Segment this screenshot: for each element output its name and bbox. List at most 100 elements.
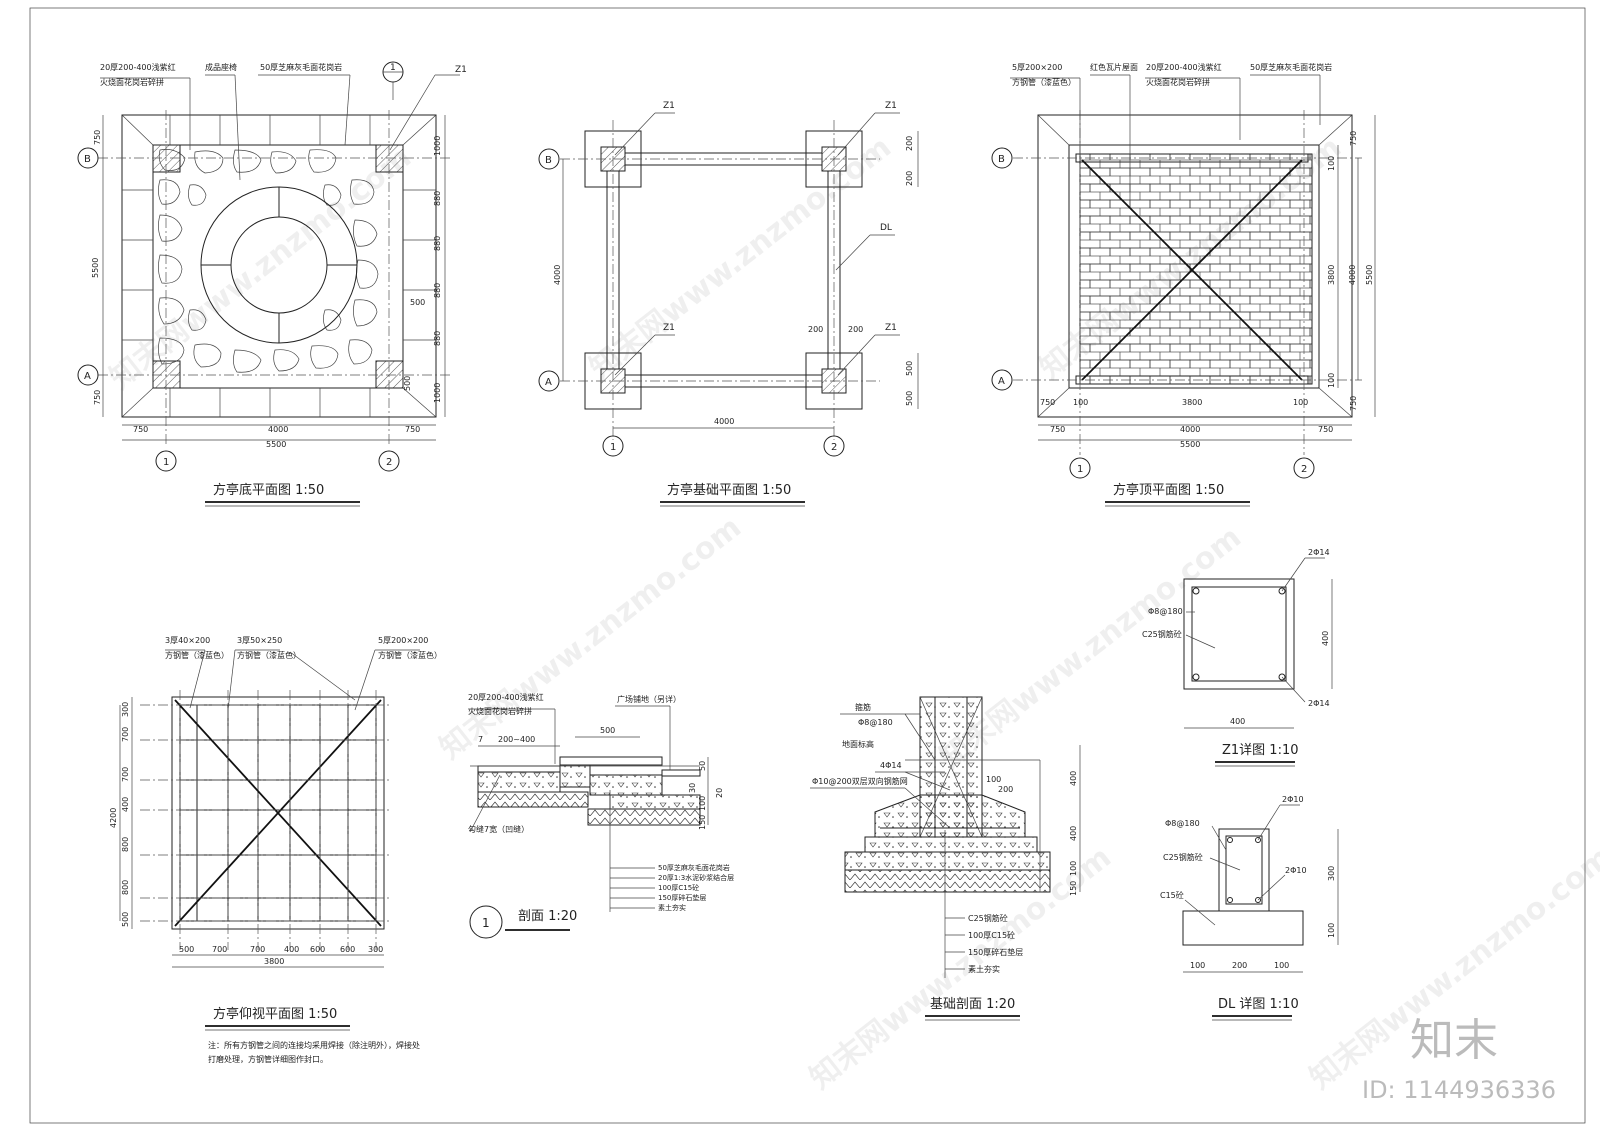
dimension: 300 <box>1327 866 1336 881</box>
dimension: 750 <box>1318 425 1333 434</box>
material-label: 50厚芝麻灰毛面花岗岩 <box>260 62 342 72</box>
dimension: 880 <box>433 283 442 298</box>
axis-label: 2 <box>386 457 392 468</box>
rebar-label: 4Φ14 <box>880 761 902 770</box>
dimension: 3800 <box>264 957 284 966</box>
layer-label: 150厚碎石垫层 <box>658 893 706 902</box>
dimension: 100 <box>1327 156 1336 171</box>
material-label: C15砼 <box>1160 890 1184 900</box>
material-label: 20厚200-400浅紫红 <box>468 692 544 702</box>
section-1: 7 200~400 500 50 30 20 100 150 20厚200-40… <box>468 692 734 939</box>
drawing-title: 方亭顶平面图 1:50 <box>1113 482 1224 498</box>
dimension: 400 <box>1069 771 1078 786</box>
dimension: 5500 <box>1365 265 1374 285</box>
dimension: 3800 <box>1182 398 1202 407</box>
dimension: 400 <box>1230 717 1245 726</box>
dimension: 700 <box>212 945 227 954</box>
axis-label: A <box>84 371 91 382</box>
rebar-label: 2Φ10 <box>1285 866 1307 875</box>
dimension: 750 <box>405 425 420 434</box>
material-label: 方钢管（漆蓝色） <box>237 650 301 660</box>
plan-roof: B A 1 2 5厚200×200 方钢管（漆蓝色） 红色瓦片屋面 20厚200… <box>991 62 1376 507</box>
dimension: 5500 <box>1180 440 1200 449</box>
dimension: 500 <box>905 391 914 406</box>
dimension: 800 <box>121 880 130 895</box>
rebar-label: Φ8@180 <box>1148 607 1183 616</box>
detail-dl: 2Φ10 2Φ10 Φ8@180 C25钢筋砼 C15砼 300 100 100… <box>1160 795 1339 1021</box>
dimension: 880 <box>433 191 442 206</box>
dimension: 100 <box>1327 923 1336 938</box>
dimension: 500 <box>600 726 615 735</box>
rebar-label: 箍筋 <box>855 702 871 712</box>
note-text: 注：所有方钢管之间的连接均采用焊接（除注明外），焊接处 <box>208 1040 420 1050</box>
dimension: 30 <box>688 783 697 793</box>
dimension: 500 <box>179 945 194 954</box>
material-label: 广场铺地（另详） <box>617 694 681 704</box>
material-label: 火烧面花岗岩碎拼 <box>468 706 532 716</box>
rebar-label: 2Φ10 <box>1282 795 1304 804</box>
plan-base: B A 1 2 1 20厚200-400浅紫红 火烧面花岗岩碎拼 成品座椅 50… <box>77 61 467 507</box>
watermark: 知末网www.znzmo.com <box>103 140 418 397</box>
dimension: 4000 <box>268 425 288 434</box>
column-label: Z1 <box>885 101 897 111</box>
plan-ceiling: 3厚40×200 方钢管（漆蓝色） 3厚50×250 方钢管（漆蓝色） 5厚20… <box>109 636 442 1064</box>
dimension: 750 <box>1040 398 1055 407</box>
drawing-title: DL 详图 1:10 <box>1218 997 1299 1012</box>
brand-id: ID: 1144936336 <box>1362 1076 1556 1104</box>
layer-label: C25钢筋砼 <box>968 913 1008 923</box>
dimension: 600 <box>340 945 355 954</box>
axis-label: A <box>998 376 1005 387</box>
drawing-title: 方亭底平面图 1:50 <box>213 482 324 498</box>
material-label: 勾缝7宽（凹缝） <box>468 824 529 834</box>
dimension: 300 <box>121 702 130 717</box>
layer-label: 素土夯实 <box>968 964 1000 974</box>
section-marker: 1 <box>482 916 490 930</box>
material-label: 20厚200-400浅紫红 <box>1146 62 1222 72</box>
dimension: 200 <box>808 325 823 334</box>
column-label: Z1 <box>885 323 897 333</box>
material-label: 火烧面花岗岩碎拼 <box>1146 77 1210 87</box>
rebar-label: Φ8@180 <box>1165 819 1200 828</box>
dimension: 400 <box>1321 631 1330 646</box>
dimension: 750 <box>1349 396 1358 411</box>
column-label: Z1 <box>663 101 675 111</box>
dimension: 500 <box>410 298 425 307</box>
dimension: 1000 <box>433 136 442 156</box>
axis-label: 1 <box>1077 464 1083 475</box>
dimension: 880 <box>433 331 442 346</box>
dimension: 800 <box>121 837 130 852</box>
column-label: Z1 <box>455 65 467 75</box>
drawing-title: 基础剖面 1:20 <box>930 997 1015 1012</box>
dimension: 200 <box>848 325 863 334</box>
material-label: 3厚40×200 <box>165 636 210 645</box>
rebar-label: 2Φ14 <box>1308 699 1330 708</box>
layer-label: 素土夯实 <box>658 903 686 912</box>
drawing-title: 方亭基础平面图 1:50 <box>667 482 791 498</box>
dimension: 750 <box>1050 425 1065 434</box>
dimension: 100 <box>1190 961 1205 970</box>
dimension: 100 <box>1069 861 1078 876</box>
material-label: 20厚200-400浅紫红 <box>100 62 176 72</box>
ground-label: 地面标高 <box>842 739 874 749</box>
dimension: 750 <box>1349 131 1358 146</box>
material-label: 5厚200×200 <box>1012 63 1062 72</box>
rebar-label: Φ10@200双层双向钢筋网 <box>812 776 908 786</box>
dimension: 50 <box>698 761 707 771</box>
dimension: 700 <box>250 945 265 954</box>
dimension: 600 <box>310 945 325 954</box>
watermark: 知末网www.znzmo.com <box>433 510 748 767</box>
dimension: 400 <box>1069 826 1078 841</box>
material-label: 3厚50×250 <box>237 636 282 645</box>
axis-label: 2 <box>1301 464 1307 475</box>
material-label: 5厚200×200 <box>378 636 428 645</box>
dimension: 500 <box>403 376 412 391</box>
layer-label: 20厚1:3水泥砂浆结合层 <box>658 873 734 882</box>
watermark-layer: 知末网www.znzmo.com 知末网www.znzmo.com 知末网www… <box>103 130 1600 1097</box>
dimension: 5500 <box>91 258 100 278</box>
axis-label: B <box>545 155 552 166</box>
plan-foundation: B A 1 2 Z1 Z1 DL Z1 Z1 4000 4000 200 200… <box>538 101 919 507</box>
drawing-title: Z1详图 1:10 <box>1222 743 1299 758</box>
column-label: Z1 <box>663 323 675 333</box>
dimension: 4000 <box>553 265 562 285</box>
axis-label: 1 <box>610 442 616 453</box>
